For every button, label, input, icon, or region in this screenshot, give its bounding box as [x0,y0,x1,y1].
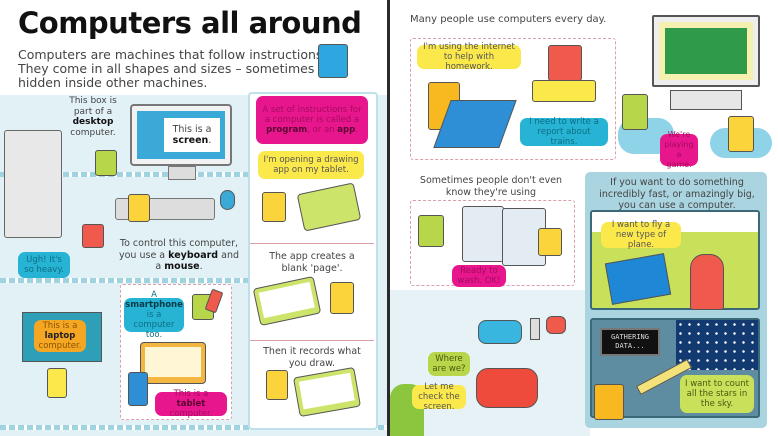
shelf-divider [0,425,387,430]
washing-machine [462,206,504,262]
yellow-robot [538,228,562,256]
blue-robot [318,44,348,78]
trains-bubble: I need to write a report about trains. [520,117,608,147]
fast-caption: If you want to do something incredibly f… [599,177,755,211]
night-sky [676,320,758,370]
shelf-divider [0,172,248,177]
stars-bubble: I want to count all the stars in the sky… [680,375,754,413]
green-robot [622,94,648,130]
desktop-tower-illustration [4,130,62,238]
keyboard-caption: To control this computer, you use a keyb… [119,238,239,272]
drawing-bubble: I'm opening a drawing app on my tablet. [258,151,364,179]
screen-caption: This is a screen. [164,118,220,152]
yellow-robot [330,282,354,314]
red-robot [82,224,104,248]
blue-car [478,320,522,344]
right-page: Many people use computers every day. I'm… [390,0,778,436]
gathering-screen: GATHERING DATA... [600,328,660,356]
yellow-robot [728,116,754,152]
orange-robot [594,384,624,420]
tablet-illustration [140,342,206,384]
yellow-robot [262,192,286,222]
ugh-bubble: Ugh! It's so heavy. [18,252,70,278]
program-bubble: A set of instructions for a computer is … [256,96,368,144]
records-caption: Then it records what you draw. [263,346,361,369]
right-intro: Many people use computers every day. [410,14,607,25]
yellow-robot [128,194,150,222]
left-page: Computers all around Computers are machi… [0,0,387,436]
red-pilot-robot [690,254,724,310]
panel-divider [250,243,374,244]
blank-page-caption: The app creates a blank 'page'. [269,251,355,274]
tv-stand [670,90,742,110]
wash-bubble: Ready to wash. OK! [452,265,506,287]
red-car [476,368,538,408]
page-gutter [387,0,390,436]
yellow-robot [266,370,288,400]
red-scooter [546,316,566,334]
green-robot [418,215,444,247]
green-robot [95,150,117,176]
intro-text: Computers are machines that follow instr… [18,47,327,90]
yellow-robot [47,368,67,398]
tablet-bubble: This is a tablet computer. [155,389,227,419]
plane-bubble: I want to fly a new type of plane. [601,220,681,250]
smartphone-bubble: A smartphone is a computer too. [124,290,184,340]
where-bubble: Where are we? [428,352,470,376]
traffic-light [530,318,540,340]
shelf-divider [0,278,248,283]
monitor-illustration: This is a screen. [130,104,232,166]
desktop-caption: This box is part of a desktop computer. [69,96,117,138]
tablet-illustration [532,80,596,102]
check-bubble: Let me check the screen. [412,382,466,412]
game-bubble: We're playing a game. [660,130,698,169]
mouse-illustration [220,190,235,210]
laptop-bubble: This is a laptop computer. [34,320,86,352]
panel-divider [250,340,374,341]
gathering-text: GATHERING DATA... [611,333,649,350]
page-title: Computers all around [18,6,362,40]
monitor-stand [168,166,196,180]
tv-illustration [652,15,760,87]
red-robot [548,45,582,81]
homework-bubble: I'm using the internet to help with home… [417,42,521,72]
blue-robot [128,372,148,406]
